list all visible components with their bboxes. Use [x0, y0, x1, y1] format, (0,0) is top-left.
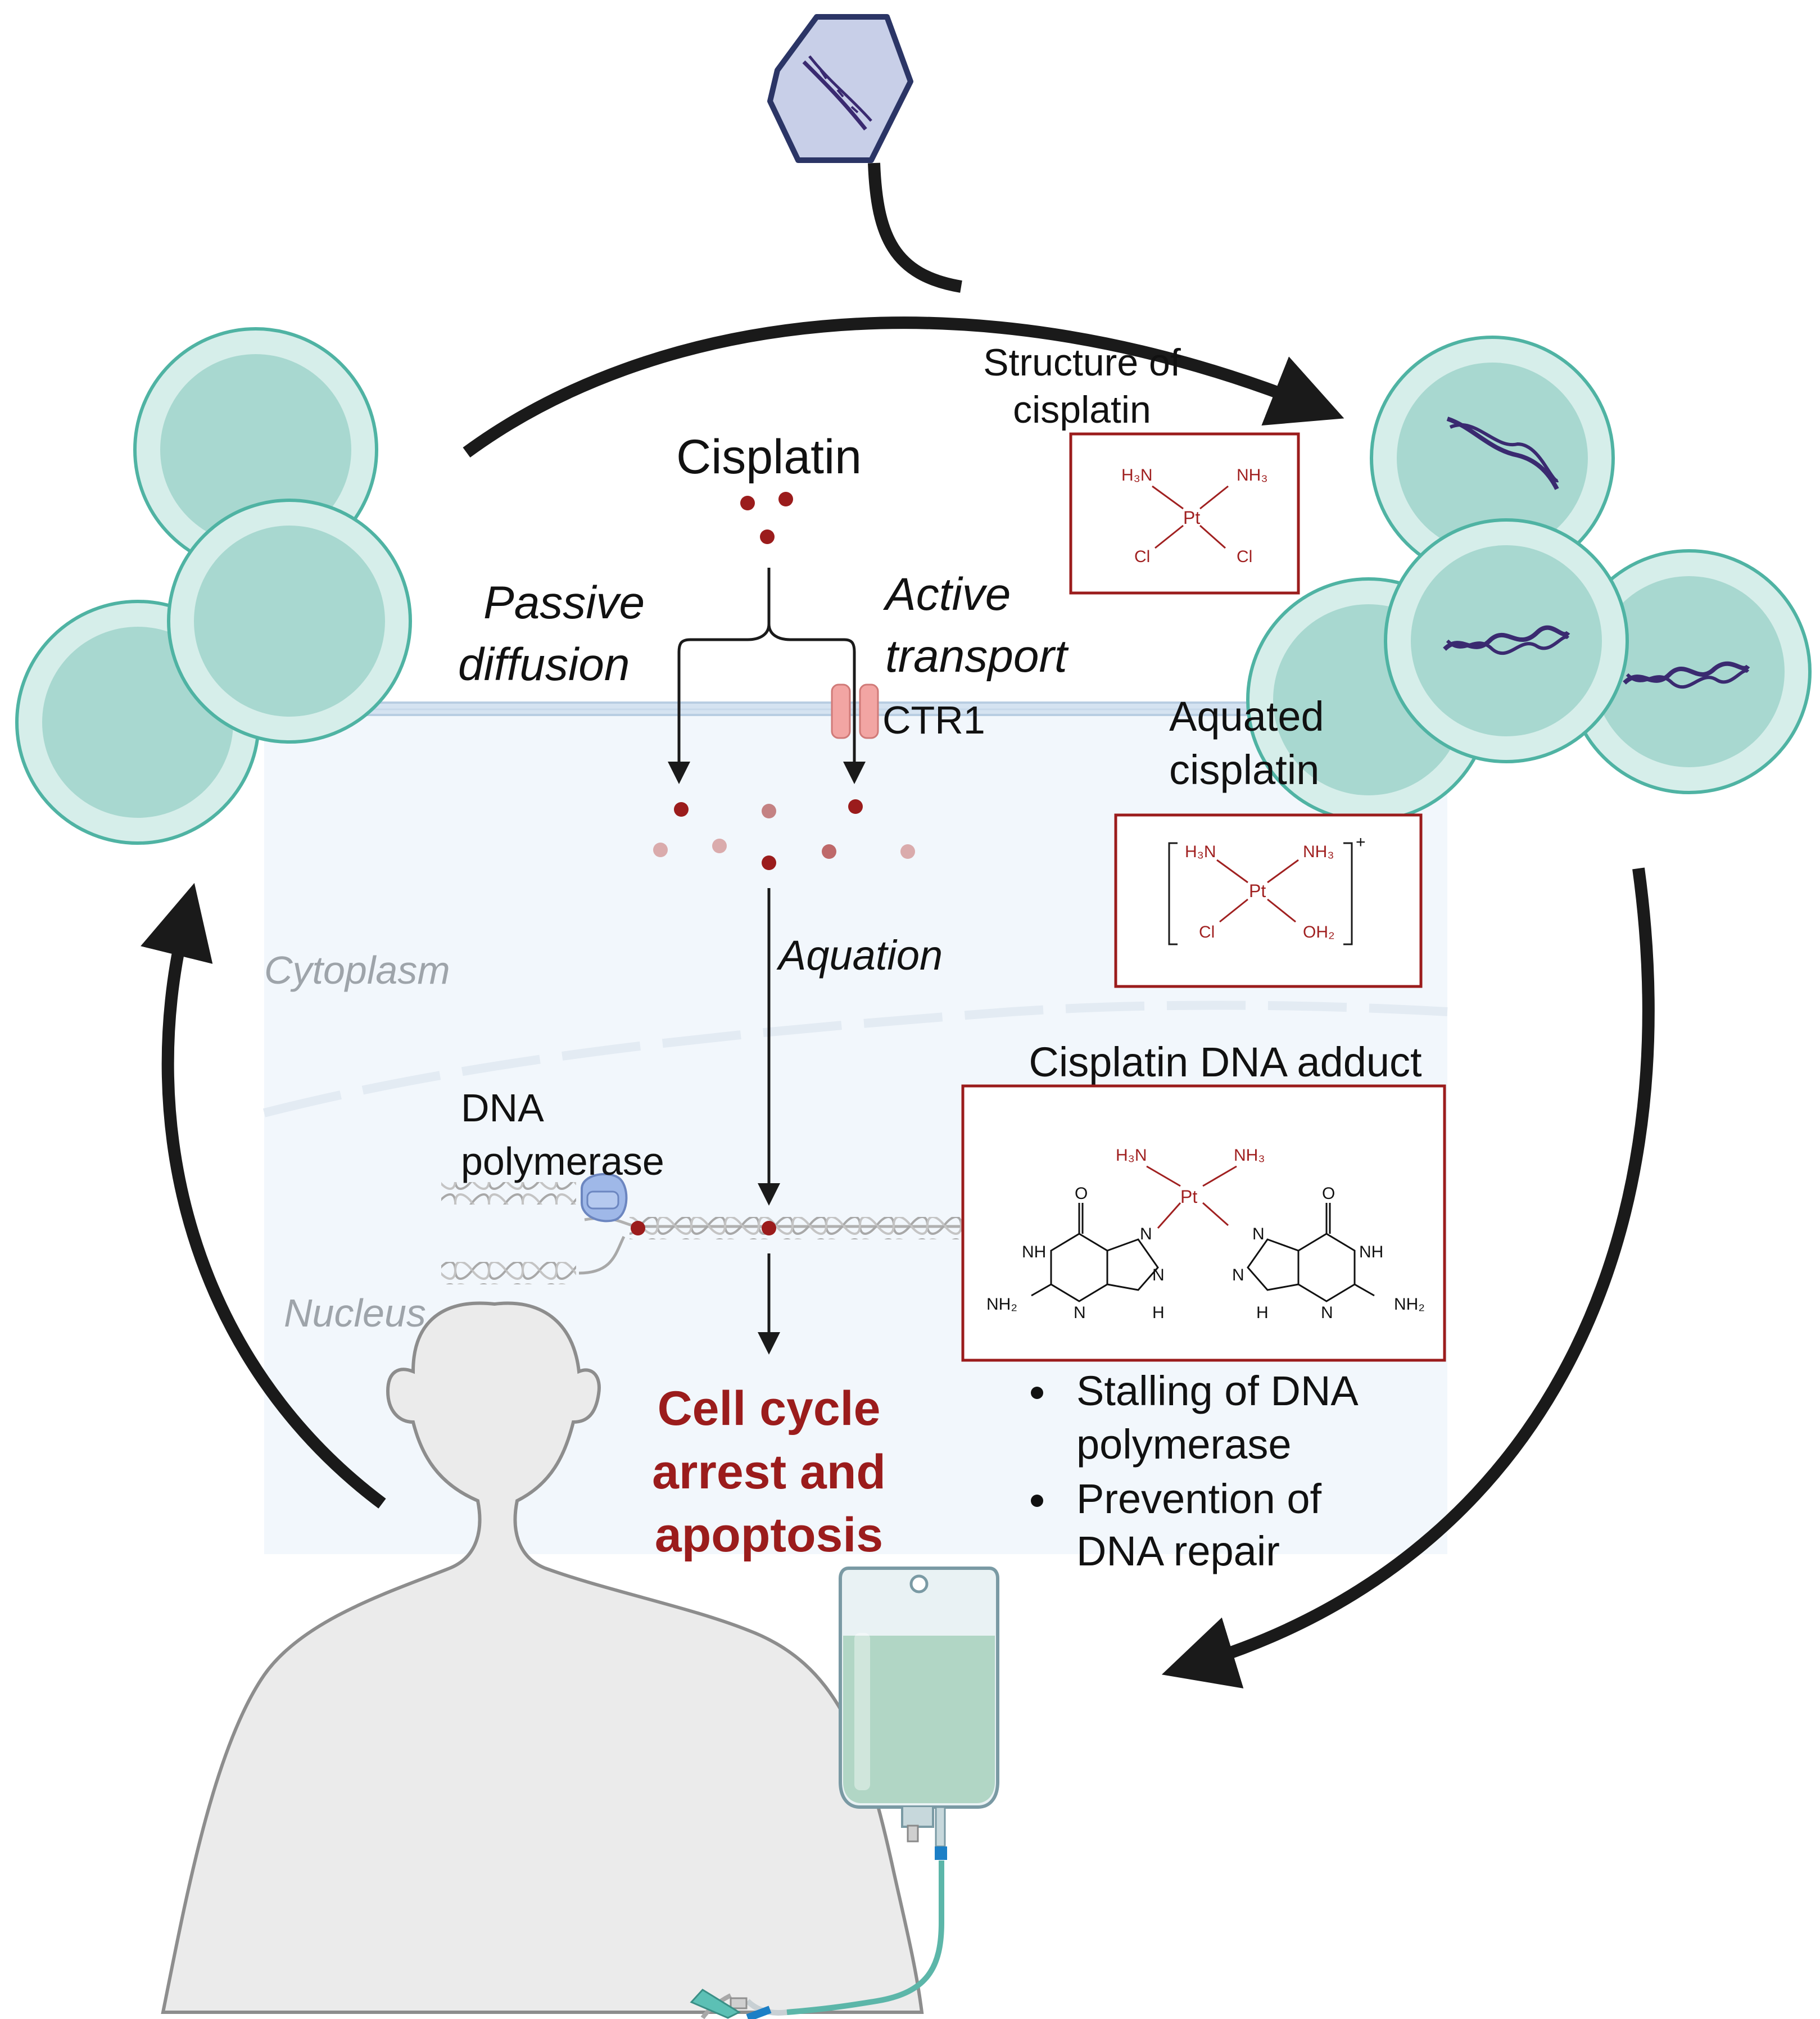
- aquated-title-line2: cisplatin: [1169, 746, 1319, 793]
- polymerase-icon: [581, 1173, 628, 1223]
- aquated-nh3-left: H₃N: [1185, 843, 1216, 861]
- aquated-pt: Pt: [1249, 881, 1266, 901]
- dna-polymerase-line2: polymerase: [461, 1139, 664, 1183]
- adduct-h-right: H: [1256, 1303, 1269, 1322]
- nuclear-envelope: [263, 1001, 1448, 1117]
- outcome-line3: apoptosis: [655, 1508, 883, 1562]
- cisplatin-molecules: [740, 492, 793, 544]
- adduct-box: H₃N NH₃ Pt O NH N N N H NH₂ O NH N N N H: [961, 1084, 1446, 1362]
- adduct-nh3-left: H₃N: [1116, 1146, 1147, 1165]
- adduct-o-right: O: [1322, 1184, 1335, 1203]
- effect-1-line1: Stalling of DNA: [1076, 1368, 1359, 1414]
- aquated-oh2: OH₂: [1303, 923, 1335, 941]
- cell-cluster-left: [15, 327, 412, 845]
- ion-channel-icon: [831, 683, 879, 739]
- adduct-pt: Pt: [1180, 1187, 1197, 1207]
- adduct-o-left: O: [1075, 1184, 1088, 1203]
- aquated-charge: +: [1356, 833, 1366, 852]
- adduct-n-left-3: N: [1152, 1266, 1165, 1284]
- human-body-icon: [161, 1301, 924, 2014]
- adduct-nh2-left: NH₂: [986, 1295, 1017, 1314]
- dna-polymerase-line1: DNA: [461, 1086, 544, 1130]
- nucleus-label: Nucleus: [284, 1291, 426, 1335]
- structure-box: H₃N NH₃ Pt Cl Cl: [1069, 432, 1300, 595]
- effects-list: Stalling of DNA polymerase Prevention of…: [1031, 1368, 1359, 1574]
- structure-nh3-right: NH₃: [1237, 466, 1268, 485]
- structure-nh3-left: H₃N: [1121, 466, 1153, 485]
- cycle-arrow-left: [141, 882, 386, 1509]
- active-transport-line1: Active: [882, 569, 1011, 620]
- dna-helix-icon: [1443, 417, 1750, 689]
- effect-2-line2: DNA repair: [1076, 1528, 1280, 1574]
- iv-bag-icon: [690, 1567, 999, 2019]
- ctr1-label: CTR1: [882, 698, 985, 742]
- effect-2-line1: Prevention of: [1076, 1475, 1321, 1522]
- adduct-n-right-1: N: [1252, 1225, 1265, 1243]
- adduct-n-right-3: N: [1232, 1266, 1244, 1284]
- structure-cl-left: Cl: [1134, 547, 1150, 566]
- adduct-nh3-right: NH₃: [1234, 1146, 1265, 1165]
- dna-strands: [441, 1182, 964, 1284]
- cisplatin-label: Cisplatin: [676, 430, 862, 484]
- outcome-line2: arrest and: [652, 1445, 886, 1499]
- adduct-n-right-2: N: [1321, 1303, 1333, 1322]
- virus-dna-icon: [767, 14, 913, 163]
- adduct-nh-left: NH: [1022, 1243, 1046, 1261]
- cycle-arrow-top: [463, 316, 1344, 458]
- virus-arrow: [868, 162, 962, 293]
- structure-title-line2: cisplatin: [1013, 388, 1151, 431]
- aquation-label: Aquation: [776, 932, 943, 979]
- structure-cl-right: Cl: [1237, 547, 1252, 566]
- adduct-title: Cisplatin DNA adduct: [1029, 1039, 1422, 1085]
- cytoplasm-label: Cytoplasm: [264, 948, 450, 992]
- effect-1-line2: polymerase: [1076, 1421, 1292, 1468]
- aquated-box: H₃N NH₃ Pt Cl OH₂ +: [1114, 813, 1423, 988]
- active-transport-line2: transport: [885, 631, 1069, 682]
- aquated-nh3-right: NH₃: [1303, 843, 1334, 861]
- cycle-arrow-right: [1161, 867, 1655, 1688]
- structure-title-line1: Structure of: [983, 341, 1181, 384]
- structure-pt: Pt: [1183, 508, 1200, 528]
- passive-diffusion-line2: diffusion: [458, 639, 630, 690]
- passive-diffusion-line1: Passive: [483, 577, 645, 628]
- cell-cluster-right: [1246, 336, 1812, 822]
- adduct-nh2-right: NH₂: [1394, 1295, 1425, 1314]
- adduct-n-left-1: N: [1140, 1225, 1152, 1243]
- outcome-line1: Cell cycle: [658, 1382, 881, 1436]
- aquated-cl: Cl: [1199, 923, 1215, 941]
- entry-arrows: [668, 568, 866, 784]
- intracellular-cisplatin: [653, 799, 915, 870]
- adduct-h-left: H: [1152, 1303, 1165, 1322]
- adduct-nh-right: NH: [1359, 1243, 1383, 1261]
- aquated-title-line1: Aquated: [1169, 693, 1324, 740]
- adduct-n-left-2: N: [1074, 1303, 1086, 1322]
